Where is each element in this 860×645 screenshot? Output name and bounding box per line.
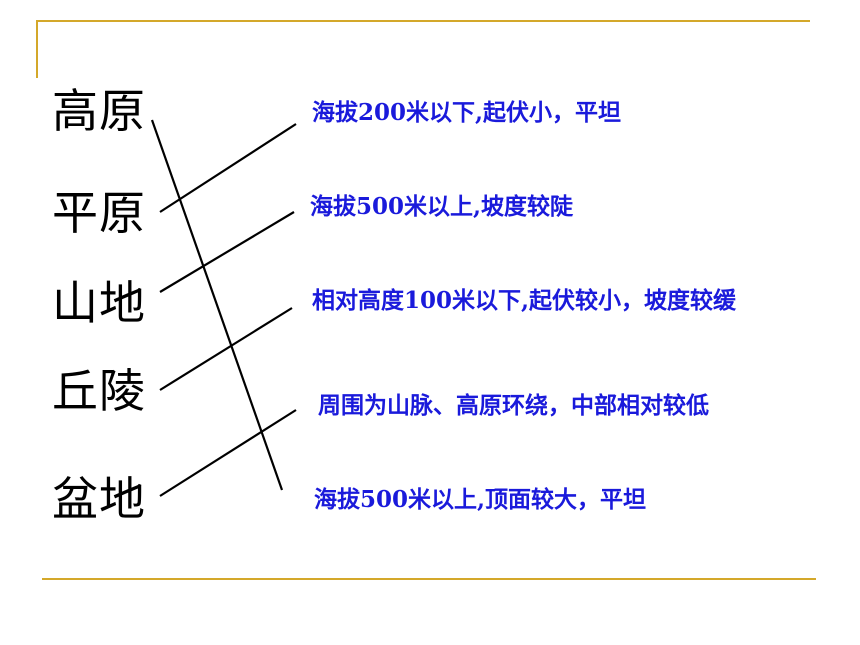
description-1: 海拔200米以下,起伏小，平坦 [312,99,622,126]
term-pendi: 盆地 [52,472,146,526]
connector-qiuling [159,307,293,391]
connector-pendi [159,409,297,497]
term-shandi: 山地 [52,276,146,330]
description-3: 相对高度100米以下,起伏较小，坡度较缓 [312,287,737,314]
term-gaoyuan: 高原 [52,84,146,138]
frame-bottom-line [42,578,816,580]
term-pingyuan: 平原 [52,186,146,240]
frame-top-line [36,20,810,22]
connector-shandi [159,211,295,293]
description-5: 海拔500米以上,顶面较大，平坦 [314,486,647,513]
connector-pingyuan [159,123,297,213]
connector-gaoyuan [150,119,284,491]
description-4: 周围为山脉、高原环绕，中部相对较低 [318,392,709,419]
description-2: 海拔500米以上,坡度较陡 [310,193,574,220]
frame-left-line [36,20,38,78]
term-qiuling: 丘陵 [52,364,146,418]
